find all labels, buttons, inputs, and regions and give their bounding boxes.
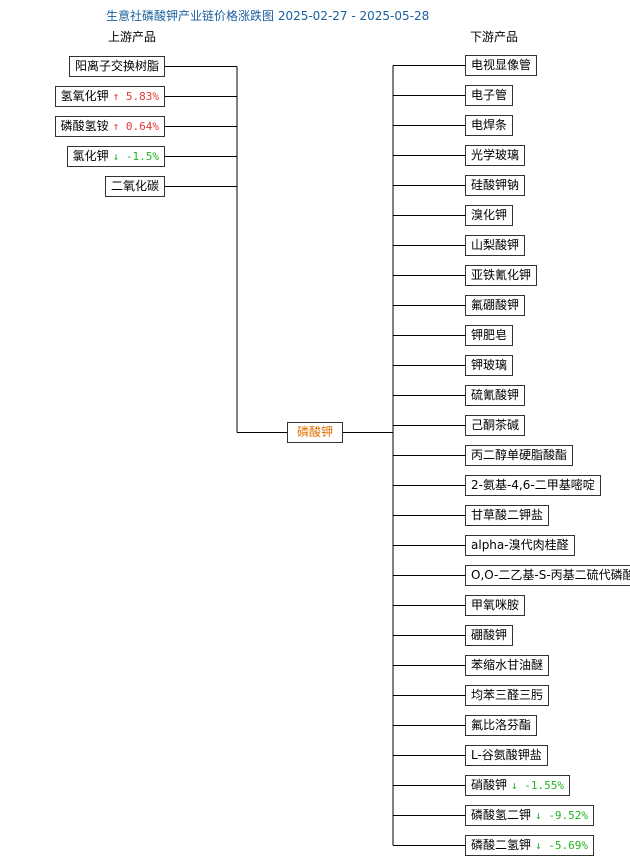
node-label: 氟比洛芬酯 bbox=[471, 718, 532, 732]
node-label: 己酮茶碱 bbox=[471, 418, 520, 432]
downstream-node[interactable]: 2-氨基-4,6-二甲基嘧啶 bbox=[465, 475, 601, 496]
node-label: 山梨酸钾 bbox=[471, 238, 520, 252]
node-label: 电子管 bbox=[471, 88, 508, 102]
price-change: ↓ -9.52% bbox=[535, 809, 588, 822]
arrow-down-icon: ↓ bbox=[535, 839, 542, 852]
node-label: alpha-溴代肉桂醛 bbox=[471, 538, 569, 552]
node-label: 磷酸氢铵 bbox=[60, 119, 109, 133]
upstream-node[interactable]: 氢氧化钾↑ 5.83% bbox=[54, 86, 165, 107]
downstream-node[interactable]: 磷酸氢二钾↓ -9.52% bbox=[465, 805, 595, 826]
downstream-node[interactable]: 钾玻璃 bbox=[465, 355, 514, 376]
node-label: 溴化钾 bbox=[471, 208, 508, 222]
node-label: L-谷氨酸钾盐 bbox=[471, 748, 542, 762]
downstream-node[interactable]: 钾肥皂 bbox=[465, 325, 514, 346]
downstream-node[interactable]: 电焊条 bbox=[465, 115, 514, 136]
downstream-node[interactable]: 山梨酸钾 bbox=[465, 235, 526, 256]
downstream-node[interactable]: 丙二醇单硬脂酸酯 bbox=[465, 445, 574, 466]
node-label: 氯化钾 bbox=[72, 149, 109, 163]
price-change: ↓ -5.69% bbox=[535, 839, 588, 852]
change-value: -1.5% bbox=[125, 150, 159, 163]
downstream-node[interactable]: 硅酸钾钠 bbox=[465, 175, 526, 196]
node-label: 丙二醇单硬脂酸酯 bbox=[471, 448, 568, 462]
arrow-up-icon: ↑ bbox=[112, 90, 120, 103]
downstream-node[interactable]: 电视显像管 bbox=[465, 55, 538, 76]
change-value: -1.55% bbox=[524, 779, 565, 792]
node-label: 磷酸氢二钾 bbox=[471, 808, 532, 822]
arrow-down-icon: ↓ bbox=[511, 779, 518, 792]
node-label: 2-氨基-4,6-二甲基嘧啶 bbox=[471, 478, 595, 492]
downstream-node[interactable]: 磷酸二氢钾↓ -5.69% bbox=[465, 835, 595, 856]
node-label: 氟硼酸钾 bbox=[471, 298, 520, 312]
node-label: 光学玻璃 bbox=[471, 148, 520, 162]
node-label: 硫氰酸钾 bbox=[471, 388, 520, 402]
node-label: 均苯三醛三肟 bbox=[471, 688, 544, 702]
downstream-node[interactable]: 电子管 bbox=[465, 85, 514, 106]
arrow-down-icon: ↓ bbox=[535, 809, 542, 822]
downstream-node[interactable]: alpha-溴代肉桂醛 bbox=[465, 535, 575, 556]
center-node[interactable]: 磷酸钾 bbox=[287, 422, 343, 443]
arrow-up-icon: ↑ bbox=[112, 120, 120, 133]
downstream-node[interactable]: 氟比洛芬酯 bbox=[465, 715, 538, 736]
downstream-node[interactable]: 亚铁氰化钾 bbox=[465, 265, 538, 286]
upstream-node[interactable]: 二氧化碳 bbox=[104, 176, 165, 197]
arrow-down-icon: ↓ bbox=[112, 150, 120, 163]
price-change: ↓ -1.5% bbox=[113, 150, 159, 163]
node-label: 甲氧咪胺 bbox=[471, 598, 520, 612]
downstream-node[interactable]: 苯缩水甘油醚 bbox=[465, 655, 550, 676]
node-label: 二氧化碳 bbox=[110, 179, 159, 193]
node-label: 电焊条 bbox=[471, 118, 508, 132]
change-value: 0.64% bbox=[125, 120, 159, 133]
upstream-node[interactable]: 磷酸氢铵↑ 0.64% bbox=[54, 116, 165, 137]
node-label: 钾玻璃 bbox=[471, 358, 508, 372]
node-label: 氢氧化钾 bbox=[60, 89, 109, 103]
node-label: 磷酸二氢钾 bbox=[471, 838, 532, 852]
upstream-node[interactable]: 阳离子交换树脂 bbox=[68, 56, 165, 77]
node-label: 阳离子交换树脂 bbox=[74, 59, 159, 73]
change-value: -5.69% bbox=[548, 839, 589, 852]
downstream-header: 下游产品 bbox=[470, 30, 519, 44]
upstream-node[interactable]: 氯化钾↓ -1.5% bbox=[66, 146, 165, 167]
downstream-node[interactable]: O,O-二乙基-S-丙基二硫代磷酸酯 bbox=[465, 565, 630, 586]
downstream-node[interactable]: 均苯三醛三肟 bbox=[465, 685, 550, 706]
downstream-node[interactable]: 甘草酸二钾盐 bbox=[465, 505, 550, 526]
node-label: 硅酸钾钠 bbox=[471, 178, 520, 192]
change-value: -9.52% bbox=[548, 809, 589, 822]
change-value: 5.83% bbox=[125, 90, 159, 103]
price-change: ↑ 5.83% bbox=[113, 90, 159, 103]
downstream-node[interactable]: 甲氧咪胺 bbox=[465, 595, 526, 616]
node-label: 钾肥皂 bbox=[471, 328, 508, 342]
price-change: ↑ 0.64% bbox=[113, 120, 159, 133]
downstream-node[interactable]: 硝酸钾↓ -1.55% bbox=[465, 775, 571, 796]
node-label: 亚铁氰化钾 bbox=[471, 268, 532, 282]
downstream-node[interactable]: 溴化钾 bbox=[465, 205, 514, 226]
chart-title: 生意社磷酸钾产业链价格涨跌图 2025-02-27 - 2025-05-28 bbox=[106, 9, 430, 23]
node-label: 苯缩水甘油醚 bbox=[471, 658, 544, 672]
downstream-node[interactable]: 己酮茶碱 bbox=[465, 415, 526, 436]
downstream-node[interactable]: 硼酸钾 bbox=[465, 625, 514, 646]
price-change: ↓ -1.55% bbox=[511, 779, 564, 792]
downstream-node[interactable]: L-谷氨酸钾盐 bbox=[465, 745, 548, 766]
downstream-node[interactable]: 氟硼酸钾 bbox=[465, 295, 526, 316]
node-label: O,O-二乙基-S-丙基二硫代磷酸酯 bbox=[471, 568, 630, 582]
upstream-header: 上游产品 bbox=[108, 30, 157, 44]
downstream-node[interactable]: 硫氰酸钾 bbox=[465, 385, 526, 406]
node-label: 甘草酸二钾盐 bbox=[471, 508, 544, 522]
node-label: 硼酸钾 bbox=[471, 628, 508, 642]
node-label: 电视显像管 bbox=[471, 58, 532, 72]
downstream-node[interactable]: 光学玻璃 bbox=[465, 145, 526, 166]
node-label: 硝酸钾 bbox=[471, 778, 508, 792]
